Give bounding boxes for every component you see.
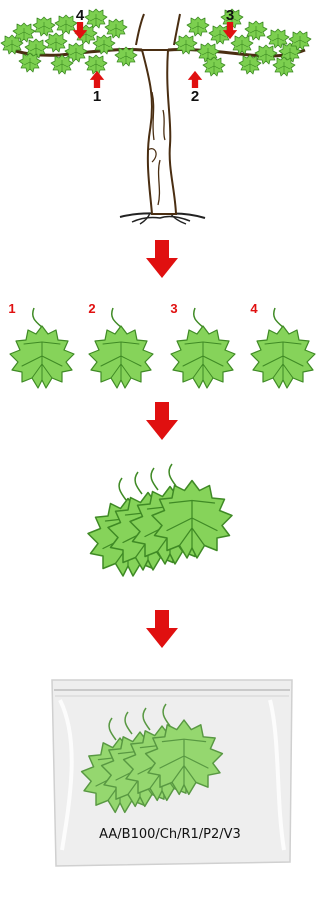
vine-marker-1: 1 <box>90 71 104 105</box>
leaf-row: 1 2 3 4 <box>8 301 315 388</box>
leaf-label-3: 3 <box>170 301 177 316</box>
vine-marker-2: 2 <box>188 71 202 105</box>
red-arrow-icon <box>188 71 202 88</box>
leaf-icon <box>171 326 235 388</box>
red-arrow-icon <box>146 402 178 440</box>
red-arrow-icon <box>90 71 104 88</box>
marker-label-4: 4 <box>76 7 85 24</box>
marker-label-2: 2 <box>191 88 199 105</box>
leaf-1: 1 <box>8 301 74 388</box>
leaf-label-2: 2 <box>88 301 95 316</box>
leaf-stack-icon <box>88 464 232 576</box>
red-arrow-icon <box>146 240 178 278</box>
leaf-label-4: 4 <box>250 301 258 316</box>
marker-label-3: 3 <box>226 7 234 24</box>
red-arrow-icon <box>146 610 178 648</box>
leaf-icon <box>89 326 153 388</box>
leaf-icon <box>10 326 74 388</box>
leaf-2: 2 <box>88 301 153 388</box>
bag-label: AA/B100/Ch/R1/P2/V3 <box>99 827 241 842</box>
leaf-3: 3 <box>170 301 235 388</box>
leaf-icon <box>251 326 315 388</box>
marker-label-1: 1 <box>93 88 101 105</box>
ziplock-bag-icon: AA/B100/Ch/R1/P2/V3 <box>52 680 292 866</box>
leaf-label-1: 1 <box>8 301 15 316</box>
leaf-4: 4 <box>250 301 315 388</box>
